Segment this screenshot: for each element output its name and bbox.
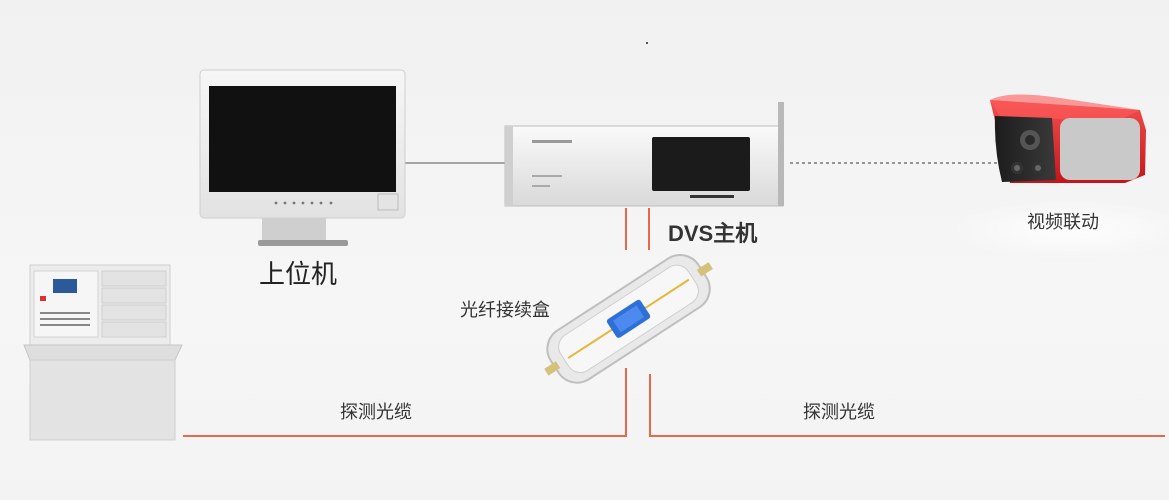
fiber-splice-box: [544, 254, 713, 384]
detection-cable-label-right: 探测光缆: [803, 402, 875, 423]
control-cabinet: [23, 264, 183, 441]
host-pc-label: 上位机: [259, 260, 338, 290]
detection-cable-left: [183, 368, 627, 437]
detection-cable-right: [649, 374, 1165, 437]
detection-cable-label-left: 探测光缆: [340, 402, 412, 423]
dvs-host-label: DVS主机: [668, 221, 758, 246]
video-link-label: 视频联动: [1027, 212, 1099, 233]
dvs-host-device: [504, 102, 784, 207]
fiber-box-label: 光纤接续盒: [460, 300, 550, 321]
detection-cables: [183, 208, 1165, 437]
linkage-camera: [990, 94, 1146, 183]
host-monitor: [199, 69, 406, 246]
